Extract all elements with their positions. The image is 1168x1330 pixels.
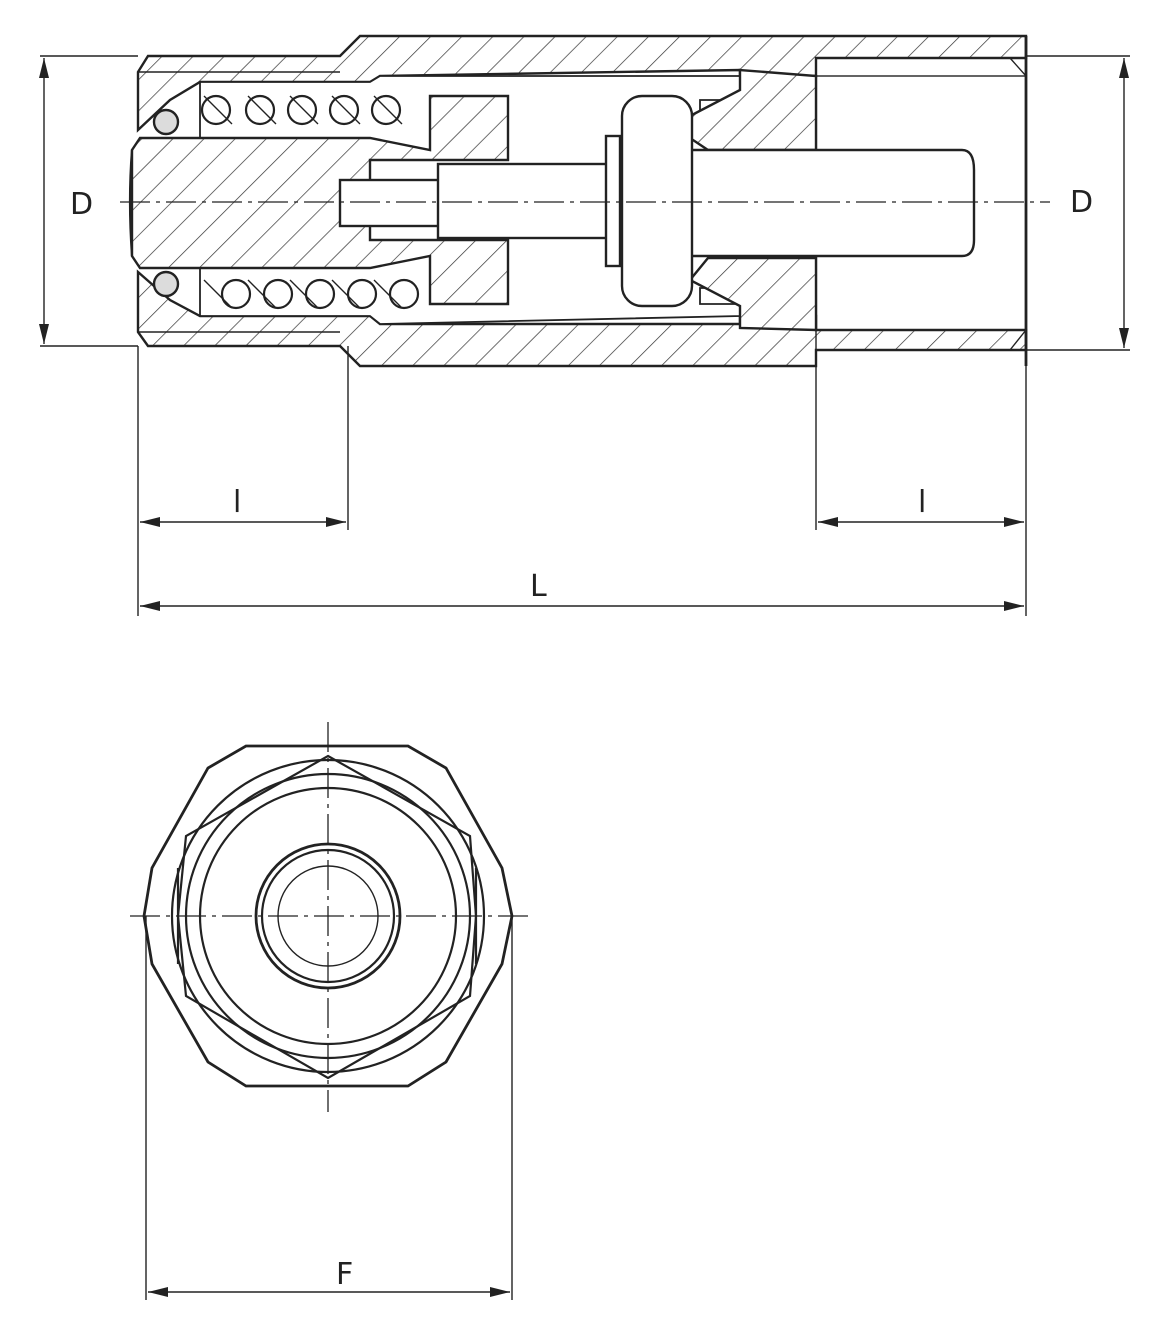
section-view: D D l l L (39, 34, 1130, 616)
o-ring-bottom (152, 270, 180, 298)
valve-disc (620, 94, 694, 308)
right-socket-thread-top (815, 57, 1027, 77)
label-l-left: l (233, 485, 241, 520)
dimension-overall-length: L (140, 569, 1024, 611)
o-ring-top (152, 108, 180, 136)
spring-bottom (203, 278, 420, 310)
rod-body (436, 162, 612, 240)
rod-coupler (338, 178, 442, 228)
dimension-l-left: l (137, 346, 349, 616)
hex-outer (142, 744, 514, 1088)
hex-inner (176, 754, 478, 1080)
label-d-left: D (70, 187, 93, 222)
spring-top (200, 94, 403, 126)
valve-washer (604, 134, 622, 268)
label-l-right: l (918, 485, 926, 520)
label-d-right: D (1070, 185, 1093, 220)
label-across-flats: F (336, 1257, 353, 1292)
dimension-l-right: l (815, 366, 1027, 616)
end-view: F (130, 722, 528, 1300)
dimension-d-right: D (1026, 55, 1130, 351)
dimension-d-left: D (39, 55, 138, 347)
valve-stem (688, 148, 976, 258)
dimension-across-flats: F (145, 916, 513, 1300)
piston (130, 94, 510, 306)
label-overall-length: L (530, 569, 547, 604)
